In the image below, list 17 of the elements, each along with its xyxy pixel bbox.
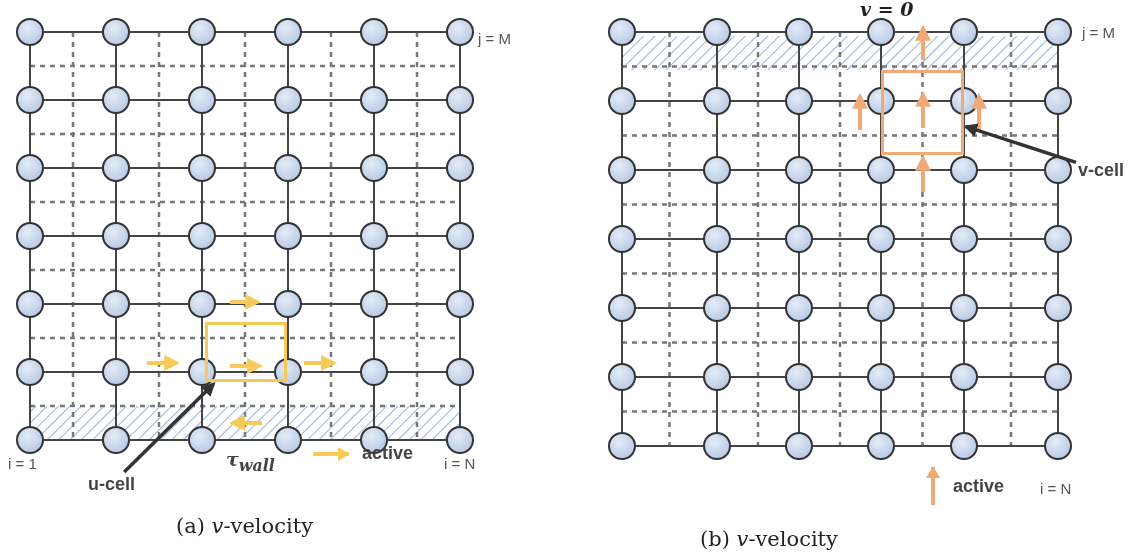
wall-stress-symbol: τ$_{wall}$ [226,448,275,475]
figure-caption: (a) v-velocity [176,514,313,538]
boundary-condition: v = 0 [860,0,914,20]
figure-caption: (b) v-velocity [700,527,838,551]
row-index-label: j = M [478,30,511,47]
leader-line [122,382,216,474]
cell-outline [881,70,964,155]
leader-line [963,123,1077,165]
column-index-label: i = N [444,455,476,472]
cell-label: v-cell [1078,160,1125,181]
column-index-label: i = 1 [8,455,37,472]
cell-label: u-cell [88,474,135,495]
cell-outline [205,322,287,382]
column-index-label: i = N [1040,480,1072,497]
legend-label: active [362,443,414,464]
row-index-label: j = M [1082,24,1115,41]
legend-label: active [953,475,1005,497]
